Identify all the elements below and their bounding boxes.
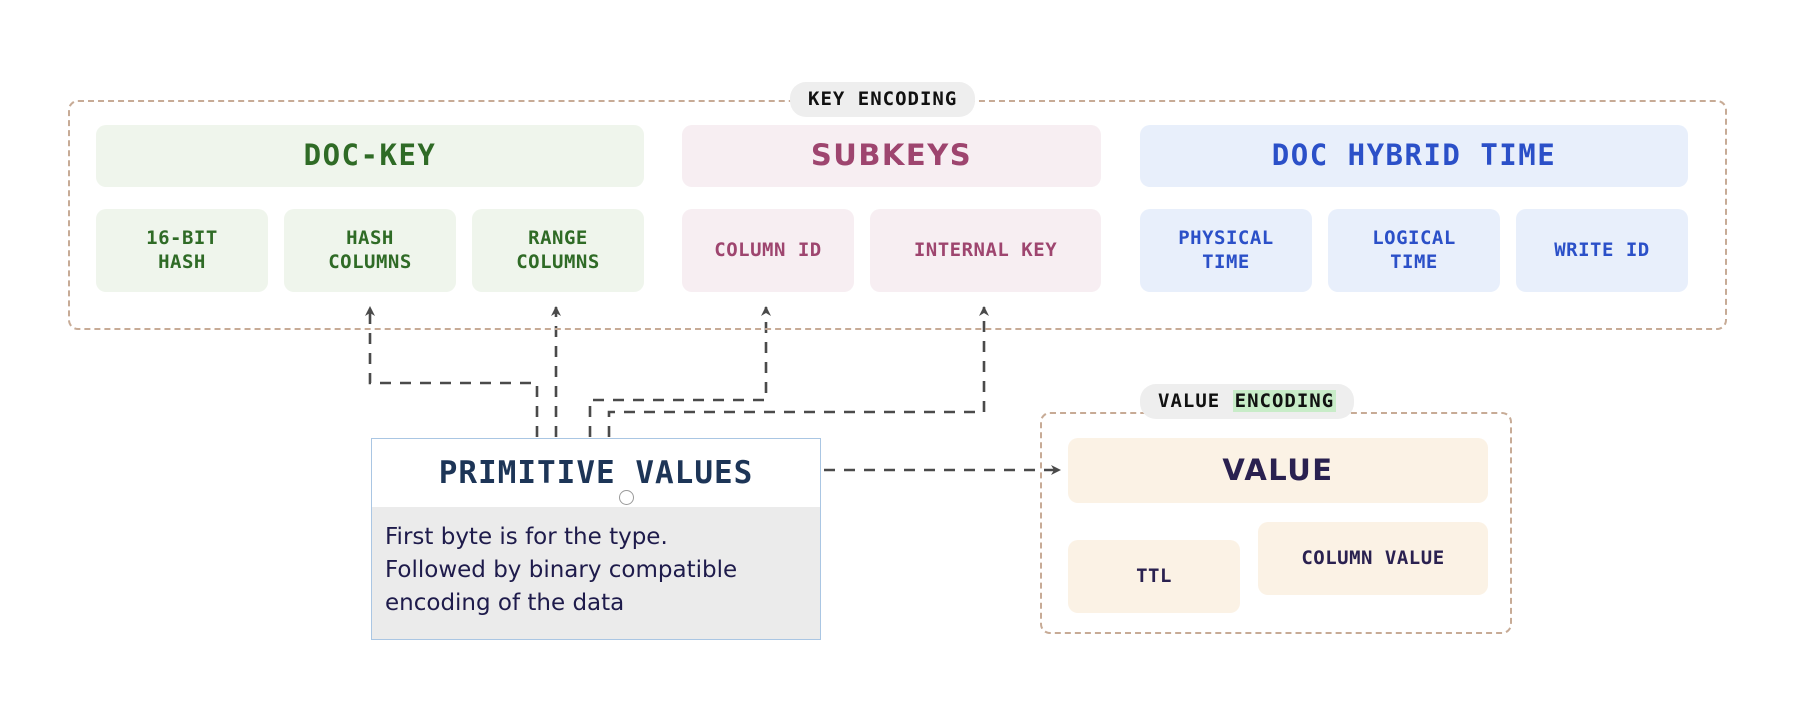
primitive-values-node[interactable]: PRIMITIVE VALUES First byte is for the t… <box>371 438 821 640</box>
chip-hash-columns: HASH COLUMNS <box>284 209 456 292</box>
chip-write-id: WRITE ID <box>1516 209 1688 292</box>
chip-column-value: COLUMN VALUE <box>1258 522 1488 595</box>
key-encoding-label-text: KEY ENCODING <box>808 88 958 110</box>
doc-key-header: DOC-KEY <box>96 125 644 187</box>
chip-16-bit-hash: 16-BIT HASH <box>96 209 268 292</box>
chip-logical-time: LOGICAL TIME <box>1328 209 1500 292</box>
value-header: VALUE <box>1068 438 1488 503</box>
chip-internal-key: INTERNAL KEY <box>870 209 1101 292</box>
value-encoding-label-plain: VALUE <box>1158 390 1233 412</box>
doc-hybrid-time-header: DOC HYBRID TIME <box>1140 125 1688 187</box>
anchor-handle-icon[interactable] <box>619 490 634 505</box>
chip-column-id: COLUMN ID <box>682 209 854 292</box>
value-encoding-label-highlight: ENCODING <box>1232 390 1337 412</box>
value-encoding-label: VALUE ENCODING <box>1140 384 1355 419</box>
chip-physical-time: PHYSICAL TIME <box>1140 209 1312 292</box>
primitive-values-description: First byte is for the type. Followed by … <box>372 507 820 639</box>
subkeys-header: SUBKEYS <box>682 125 1101 187</box>
key-encoding-label: KEY ENCODING <box>790 82 976 117</box>
chip-ttl: TTL <box>1068 540 1240 613</box>
chip-range-columns: RANGE COLUMNS <box>472 209 644 292</box>
primitive-values-title: PRIMITIVE VALUES <box>372 439 820 507</box>
